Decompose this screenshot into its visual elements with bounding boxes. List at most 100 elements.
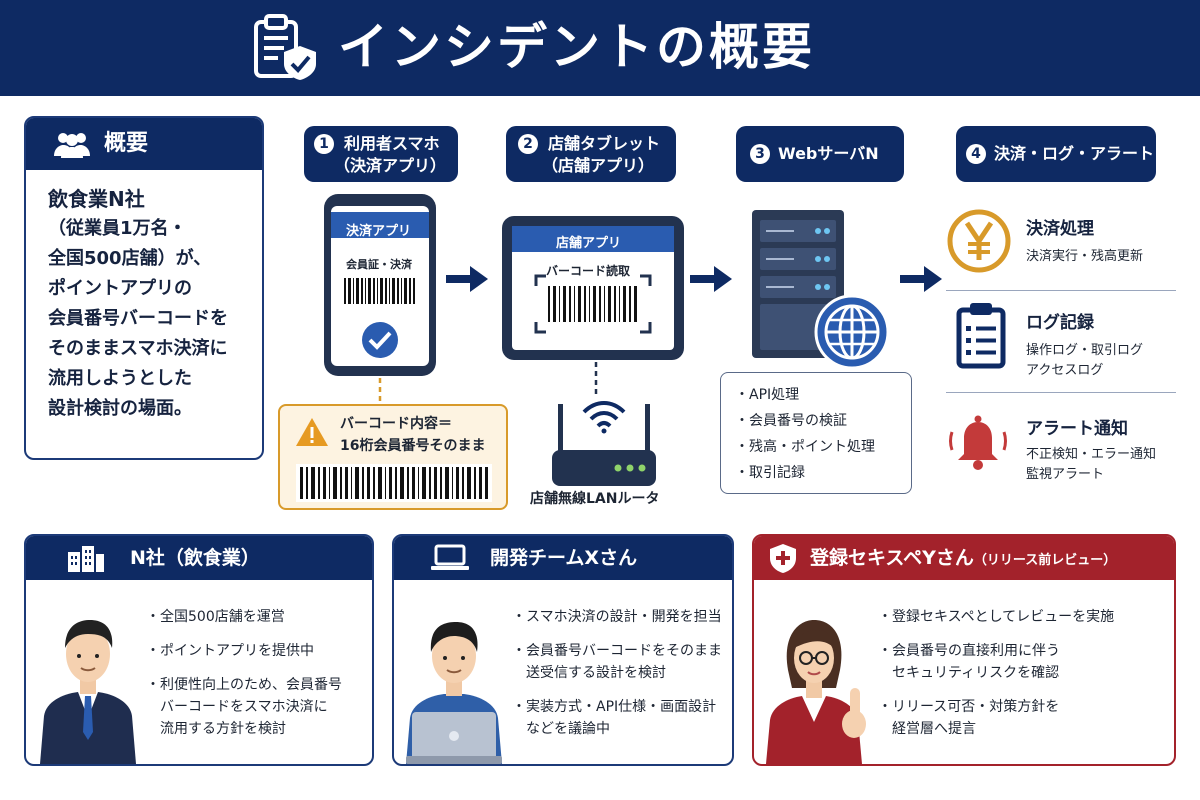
list-item-text: 利便性向上のため、会員番号 [160,677,342,693]
list-item: ・会員番号バーコードをそのまま [512,643,722,659]
function-desc: 決済実行・残高更新 [1026,249,1144,264]
company-card: N社（飲食業） ・全国500店舗を運営 ・ポイントアプリを提供中 ・利便性向上の… [24,534,374,766]
businessman-avatar [40,620,136,764]
step-number: 3 [750,144,770,164]
list-item: ・会員番号の検証 [735,413,847,429]
step-2-badge: 2 店舗タブレット （店舗アプリ） [506,126,676,182]
warning-line-1: バーコード内容＝ [340,416,452,432]
list-item: ・会員番号の直接利用に伴う [878,643,1060,659]
overview-panel: 概要 飲食業N社 （従業員1万名・ 全国500店舗）が、 ポイントアプリの 会員… [24,116,264,460]
router-label: 店舗無線LANルータ [530,491,660,507]
wifi-icon [582,401,626,434]
header-banner: インシデントの概要 [0,0,1200,96]
function-title: アラート通知 [1026,419,1128,439]
list-item: ・全国500店舗を運営 [146,609,285,625]
arrow-right-icon [446,266,488,292]
list-item: ・API処理 [735,387,800,403]
function-desc: アクセスログ [1026,363,1104,378]
list-item-continued: 流用する方針を検討 [160,721,286,737]
clipboard-icon [956,303,1006,369]
overview-line: ポイントアプリの [48,278,192,299]
card-title: 登録セキスペYさん（リリース前レビュー） [810,546,1116,573]
overview-line: 飲食業N社 [48,187,145,211]
globe-icon [814,294,890,370]
barcode-icon [296,464,492,502]
developer-avatar [406,622,502,764]
card-header: 開発チームXさん [394,536,732,580]
step-label: 店舗タブレット [548,134,661,153]
page-title: インシデントの概要 [338,18,815,76]
step-sublabel: （店舗アプリ） [542,156,655,175]
divider [946,392,1176,393]
users-icon [54,133,90,158]
list-item-continued: セキュリティリスクを確認 [892,665,1060,681]
overview-line: 会員番号バーコードを [48,308,228,329]
yen-icon [947,209,1011,273]
function-title: 決済処理 [1026,219,1094,239]
overview-text: 飲食業N社 （従業員1万名・ 全国500店舗）が、 ポイントアプリの 会員番号バ… [48,184,260,424]
list-item-continued: などを議論中 [526,721,610,737]
security-specialist-card: 登録セキスペYさん（リリース前レビュー） ・登録セキスペとしてレビューを実施 ・… [752,534,1176,766]
list-item-continued: 経営層へ提言 [892,721,976,737]
building-icon [68,546,104,572]
arrow-right-icon [900,266,942,292]
list-item-text: 取引記録 [749,465,805,481]
dotted-connector [594,362,598,396]
overview-line: 流用しようとした [48,368,192,389]
phone-screen-text: 会員証・決済 [346,258,412,271]
card-header: N社（飲食業） [26,536,372,580]
list-item: ・残高・ポイント処理 [735,439,875,455]
clipboard-shield-icon [254,14,316,80]
warning-line-2: 16桁会員番号そのまま [340,438,486,454]
reviewer-avatar [766,620,866,764]
list-item-continued: 送受信する設計を検討 [526,665,666,681]
smartphone-illustration [324,194,436,376]
bell-icon [949,415,1007,470]
divider [946,290,1176,291]
card-title-main: 登録セキスペYさん [810,547,974,569]
card-header: 登録セキスペYさん（リリース前レビュー） [754,536,1174,580]
overview-line: そのままスマホ決済に [48,338,228,359]
list-item-text: 残高・ポイント処理 [749,439,875,455]
tablet-app-label: 店舗アプリ [556,236,622,251]
list-item-text: 実装方式・API仕様・画面設計 [526,699,717,715]
step-number: 4 [966,144,986,164]
tablet-screen-text: バーコード読取 [546,264,631,278]
step-4-badge: 4 決済・ログ・アラート [956,126,1156,182]
function-desc: 監視アラート [1026,467,1105,482]
step-1-badge: 1 利用者スマホ （決済アプリ） [304,126,458,182]
overview-line: 設計検討の場面。 [48,398,192,419]
arrow-right-icon [690,266,732,292]
dev-team-card: 開発チームXさん ・スマホ決済の設計・開発を担当 ・会員番号バーコードをそのまま… [392,534,734,766]
list-item-text: 会員番号バーコードをそのまま [526,643,722,659]
list-item: ・ポイントアプリを提供中 [146,643,314,659]
overview-header: 概要 [26,118,262,170]
overview-line: 全国500店舗）が、 [48,248,212,269]
dotted-connector [378,378,382,406]
list-item: ・実装方式・API仕様・画面設計 [512,699,717,715]
list-item-continued: バーコードをスマホ決済に [160,699,328,715]
card-title: 開発チームXさん [490,547,638,569]
list-item: ・取引記録 [735,465,805,481]
tablet-illustration [502,216,684,360]
list-item-text: スマホ決済の設計・開発を担当 [526,609,722,625]
step-label: WebサーバN [778,144,879,163]
list-item-text: 登録セキスペとしてレビューを実施 [892,609,1115,625]
barcode-warning-box: バーコード内容＝ 16桁会員番号そのまま [278,404,508,510]
function-title: ログ記録 [1026,313,1094,333]
step-label: 決済・ログ・アラート [994,144,1155,163]
function-desc: 不正検知・エラー通知 [1026,447,1157,462]
warning-icon [296,418,328,446]
list-item-text: 全国500店舗を運営 [160,609,285,625]
step-3-badge: 3 WebサーバN [736,126,904,182]
step-label: 利用者スマホ [344,134,440,153]
list-item-text: API処理 [749,387,800,403]
list-item-text: ポイントアプリを提供中 [160,643,314,659]
server-function-list: ・API処理 ・会員番号の検証 ・残高・ポイント処理 ・取引記録 [720,372,912,494]
list-item: ・利便性向上のため、会員番号 [146,677,342,693]
phone-app-label: 決済アプリ [346,224,412,239]
list-item: ・リリース可否・対策方針を [878,699,1060,715]
list-item: ・登録セキスペとしてレビューを実施 [878,609,1115,625]
overview-line: （従業員1万名・ [48,218,187,239]
overview-title: 概要 [104,131,149,156]
